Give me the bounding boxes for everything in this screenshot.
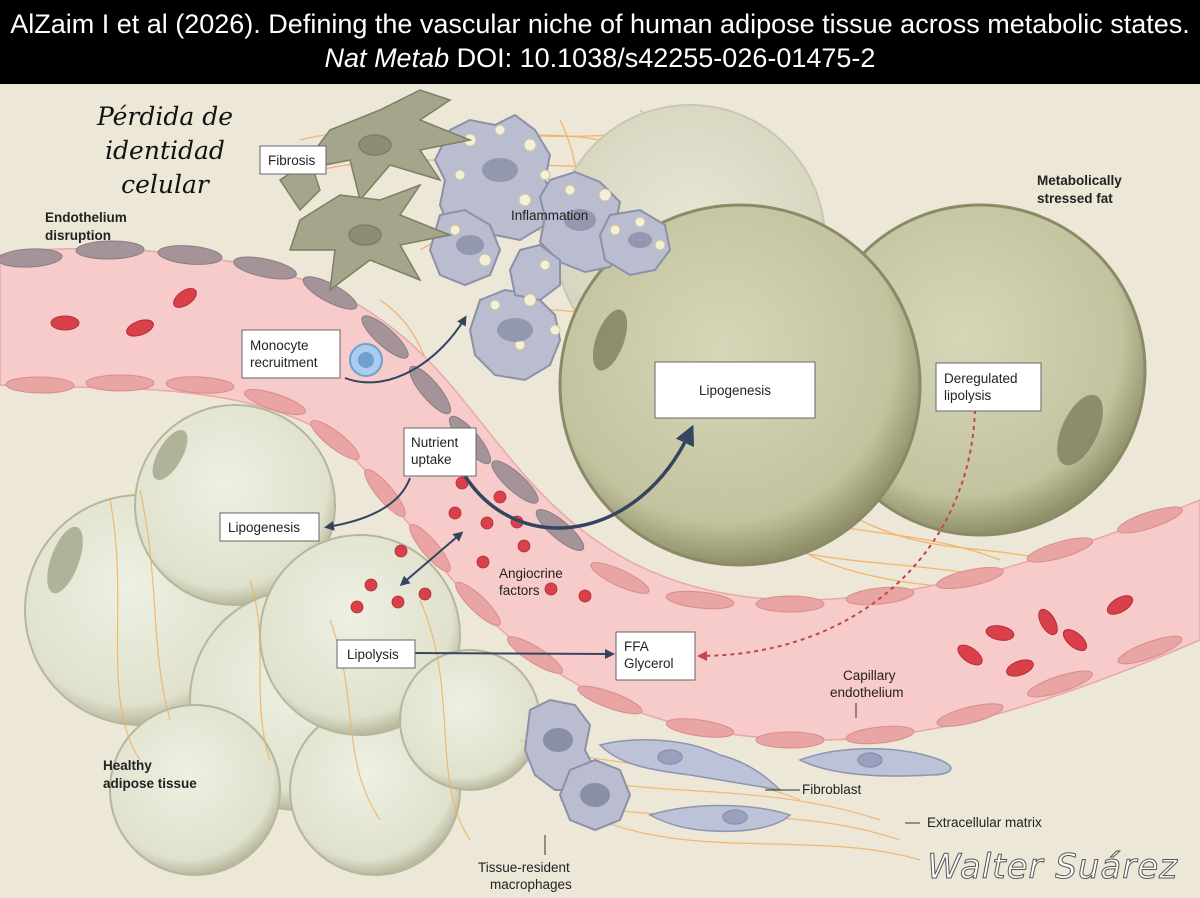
metabolically-stressed-label: Metabolically bbox=[1037, 173, 1122, 188]
spanish-annotation-line2: identidad bbox=[105, 136, 225, 165]
fibroblasts bbox=[598, 739, 952, 833]
lipogenesis-arrow bbox=[324, 477, 411, 531]
ffa-label: FFA bbox=[624, 639, 649, 654]
fibroblast-label: Fibroblast bbox=[802, 782, 862, 797]
deregulated-lipolysis-label-2: lipolysis bbox=[944, 388, 992, 403]
capillary-endothelium-label-2: endothelium bbox=[830, 685, 904, 700]
leader-lines bbox=[544, 703, 920, 855]
tissue-resident-macrophages bbox=[523, 698, 632, 832]
lipogenesis-main-label: Lipogenesis bbox=[699, 383, 771, 398]
metabolically-stressed-label-2: stressed fat bbox=[1037, 191, 1113, 206]
lipolysis-label: Lipolysis bbox=[347, 647, 399, 662]
doi-text: DOI: 10.1038/s42255-026-01475-2 bbox=[456, 43, 876, 73]
label-boxes bbox=[219, 145, 1042, 681]
angiocrine-arrow bbox=[399, 531, 464, 586]
inflammation-cells bbox=[428, 113, 672, 382]
arrows bbox=[324, 315, 976, 661]
spanish-annotation-line3: celular bbox=[121, 170, 211, 199]
angiocrine-label-2: factors bbox=[499, 583, 540, 598]
monocyte-label-2: recruitment bbox=[250, 355, 318, 370]
angiocrine-dots bbox=[350, 476, 592, 614]
capillary-endothelium-label: Capillary bbox=[843, 668, 896, 683]
fibrosis-cells bbox=[278, 89, 473, 292]
deregulated-lipolysis-arrow bbox=[697, 409, 976, 661]
glycerol-label: Glycerol bbox=[624, 656, 674, 671]
overlay-annotations: Pérdida de identidad celular Walter Suár… bbox=[96, 102, 1178, 888]
nutrient-uptake-arrow bbox=[463, 424, 695, 530]
nutrient-uptake-label-2: uptake bbox=[411, 452, 452, 467]
spanish-annotation-line1: Pérdida de bbox=[96, 102, 233, 131]
author-signature: Walter Suárez bbox=[927, 847, 1178, 887]
journal-name: Nat Metab bbox=[324, 43, 450, 73]
deregulated-lipolysis-label: Deregulated bbox=[944, 371, 1018, 386]
monocyte-recruitment-arrow bbox=[344, 315, 467, 384]
endothelium-disruption-label: Endothelium bbox=[45, 210, 127, 225]
healthy-adipocytes bbox=[24, 404, 541, 876]
angiocrine-label: Angiocrine bbox=[499, 566, 563, 581]
citation-header: AlZaim I et al (2026). Defining the vasc… bbox=[0, 0, 1200, 84]
macrophages-label: Tissue-resident bbox=[478, 860, 570, 875]
nutrient-uptake-label: Nutrient bbox=[411, 435, 459, 450]
lipogenesis-small-label: Lipogenesis bbox=[228, 520, 300, 535]
text-labels: Endothelium disruption Fibrosis Inflamma… bbox=[45, 153, 1122, 892]
monocyte bbox=[349, 343, 383, 377]
adipose-vascular-diagram: Endothelium disruption Fibrosis Inflamma… bbox=[0, 84, 1200, 898]
ecm-label: Extracellular matrix bbox=[927, 815, 1042, 830]
macrophages-label-2: macrophages bbox=[490, 877, 572, 892]
citation-text: AlZaim I et al (2026). Defining the vasc… bbox=[10, 9, 1190, 39]
inflammation-label: Inflammation bbox=[511, 208, 588, 223]
lipolysis-arrow bbox=[411, 648, 615, 659]
red-blood-cells bbox=[50, 288, 1134, 677]
monocyte-label: Monocyte bbox=[250, 338, 309, 353]
healthy-adipose-label: Healthy bbox=[103, 758, 152, 773]
fibrosis-label: Fibrosis bbox=[268, 153, 316, 168]
endothelium-disruption-label-2: disruption bbox=[45, 228, 111, 243]
healthy-adipose-label-2: adipose tissue bbox=[103, 776, 197, 791]
